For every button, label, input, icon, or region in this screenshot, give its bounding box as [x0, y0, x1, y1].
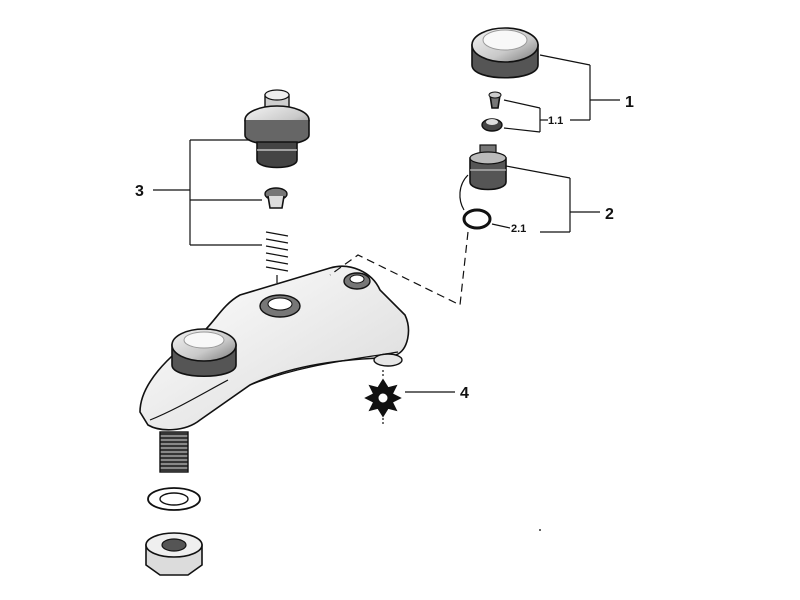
callout-3-label: 3 — [135, 183, 144, 200]
spring — [265, 231, 289, 283]
aerator — [364, 370, 402, 426]
right-cartridge — [459, 144, 507, 211]
callout-2-1-leader — [491, 223, 511, 229]
left-cartridge — [244, 89, 310, 169]
faucet-body — [139, 265, 410, 431]
adapter — [481, 118, 503, 132]
callout-3-leader — [153, 139, 262, 246]
hex-nut — [145, 532, 203, 576]
threaded-shank — [159, 431, 189, 473]
callout-4-label: 4 — [460, 385, 469, 402]
callout-2-1-label: 2.1 — [511, 223, 526, 235]
callout-1-leader — [539, 54, 620, 121]
body-knob — [171, 328, 237, 378]
washer — [147, 487, 201, 511]
callout-1-1-label: 1.1 — [548, 115, 563, 127]
left-valve-insert — [264, 187, 288, 209]
callout-2-label: 2 — [605, 206, 614, 223]
assembly-dash-line — [329, 231, 469, 306]
speck — [539, 529, 541, 531]
o-ring — [462, 208, 492, 230]
callout-1-label: 1 — [625, 94, 634, 111]
spout-outlet — [373, 353, 403, 367]
callout-2-leader — [505, 165, 600, 233]
screw — [488, 91, 502, 109]
callout-1-1-leader — [503, 99, 548, 133]
right-knob — [471, 27, 539, 79]
